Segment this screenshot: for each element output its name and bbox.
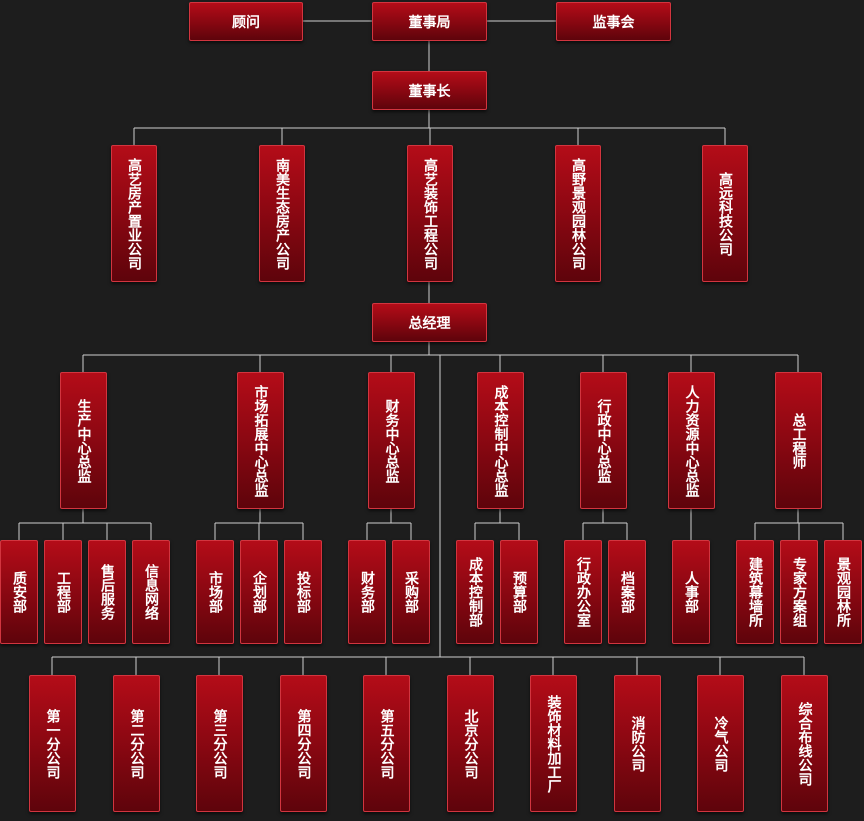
- supervisors-box[interactable]: 监事会: [556, 2, 671, 41]
- director-box[interactable]: 财务中心总监: [368, 372, 415, 509]
- department-box[interactable]: 采购部: [392, 540, 430, 644]
- subsidiary-box[interactable]: 第二分公司: [113, 675, 160, 812]
- department-box[interactable]: 档案部: [608, 540, 646, 644]
- company-label: 高野景观园林公司: [570, 157, 586, 270]
- subsidiary-box[interactable]: 装饰材料加工厂: [530, 675, 577, 812]
- department-box[interactable]: 售后服务: [88, 540, 126, 644]
- department-label: 质安部: [11, 571, 27, 613]
- department-box[interactable]: 投标部: [284, 540, 322, 644]
- chairman-label: 董事长: [408, 83, 451, 100]
- subsidiary-label: 装饰材料加工厂: [545, 694, 562, 793]
- subsidiary-box[interactable]: 综合布线公司: [781, 675, 828, 812]
- advisor-box[interactable]: 顾问: [189, 2, 303, 41]
- subsidiary-label: 北京分公司: [462, 708, 479, 779]
- subsidiary-box[interactable]: 消防公司: [614, 675, 661, 812]
- subsidiary-box[interactable]: 第三分公司: [196, 675, 243, 812]
- company-label: 南美生态房产公司: [274, 157, 290, 270]
- department-label: 成本控制部: [467, 557, 483, 627]
- department-label: 工程部: [55, 571, 71, 613]
- department-label: 行政办公室: [575, 557, 591, 627]
- department-box[interactable]: 信息网络: [132, 540, 170, 644]
- department-box[interactable]: 行政办公室: [564, 540, 602, 644]
- department-label: 市场部: [207, 571, 223, 613]
- department-box[interactable]: 景观园林所: [824, 540, 862, 644]
- department-label: 专家方案组: [791, 557, 807, 627]
- department-box[interactable]: 质安部: [0, 540, 38, 644]
- department-label: 财务部: [359, 571, 375, 613]
- company-label: 高远科技公司: [717, 171, 733, 256]
- company-box[interactable]: 高艺装饰工程公司: [407, 145, 453, 282]
- director-box[interactable]: 成本控制中心总监: [477, 372, 524, 509]
- director-box[interactable]: 行政中心总监: [580, 372, 627, 509]
- department-box[interactable]: 成本控制部: [456, 540, 494, 644]
- company-label: 高艺装饰工程公司: [422, 157, 438, 270]
- subsidiary-label: 第三分公司: [211, 708, 228, 779]
- department-box[interactable]: 工程部: [44, 540, 82, 644]
- gm-box[interactable]: 总经理: [372, 303, 487, 342]
- subsidiary-label: 冷气公司: [712, 715, 729, 772]
- supervisors-label: 监事会: [592, 14, 635, 31]
- subsidiary-box[interactable]: 北京分公司: [447, 675, 494, 812]
- subsidiary-label: 第五分公司: [378, 708, 395, 779]
- director-box[interactable]: 总工程师: [775, 372, 822, 509]
- department-box[interactable]: 专家方案组: [780, 540, 818, 644]
- director-label: 财务中心总监: [383, 398, 400, 483]
- director-box[interactable]: 生产中心总监: [60, 372, 107, 509]
- department-label: 信息网络: [143, 564, 159, 620]
- company-box[interactable]: 南美生态房产公司: [259, 145, 305, 282]
- director-label: 成本控制中心总监: [492, 384, 509, 497]
- company-box[interactable]: 高野景观园林公司: [555, 145, 601, 282]
- advisor-label: 顾问: [232, 14, 260, 31]
- director-label: 生产中心总监: [75, 398, 92, 483]
- department-label: 投标部: [295, 571, 311, 613]
- subsidiary-box[interactable]: 冷气公司: [697, 675, 744, 812]
- board-label: 董事局: [408, 14, 451, 31]
- director-label: 行政中心总监: [595, 398, 612, 483]
- department-label: 售后服务: [99, 564, 115, 620]
- department-label: 景观园林所: [835, 557, 851, 627]
- department-box[interactable]: 市场部: [196, 540, 234, 644]
- company-label: 高艺房产置业公司: [126, 157, 142, 270]
- chairman-box[interactable]: 董事长: [372, 71, 487, 110]
- director-box[interactable]: 人力资源中心总监: [668, 372, 715, 509]
- director-label: 人力资源中心总监: [683, 384, 700, 497]
- subsidiary-label: 综合布线公司: [796, 701, 813, 786]
- subsidiary-label: 第一分公司: [44, 708, 61, 779]
- subsidiary-box[interactable]: 第五分公司: [363, 675, 410, 812]
- company-box[interactable]: 高远科技公司: [702, 145, 748, 282]
- director-box[interactable]: 市场拓展中心总监: [237, 372, 284, 509]
- department-label: 预算部: [511, 571, 527, 613]
- subsidiary-box[interactable]: 第四分公司: [280, 675, 327, 812]
- department-box[interactable]: 建筑幕墙所: [736, 540, 774, 644]
- department-label: 企划部: [251, 571, 267, 613]
- subsidiary-box[interactable]: 第一分公司: [29, 675, 76, 812]
- gm-label: 总经理: [408, 315, 451, 332]
- department-box[interactable]: 企划部: [240, 540, 278, 644]
- board-box[interactable]: 董事局: [372, 2, 487, 41]
- subsidiary-label: 消防公司: [629, 715, 646, 772]
- subsidiary-label: 第四分公司: [295, 708, 312, 779]
- department-box[interactable]: 预算部: [500, 540, 538, 644]
- company-box[interactable]: 高艺房产置业公司: [111, 145, 157, 282]
- director-label: 总工程师: [790, 412, 807, 469]
- department-label: 建筑幕墙所: [747, 557, 763, 627]
- department-label: 档案部: [619, 571, 635, 613]
- department-label: 采购部: [403, 571, 419, 613]
- department-box[interactable]: 财务部: [348, 540, 386, 644]
- department-label: 人事部: [683, 571, 699, 613]
- subsidiary-label: 第二分公司: [128, 708, 145, 779]
- director-label: 市场拓展中心总监: [252, 384, 269, 497]
- department-box[interactable]: 人事部: [672, 540, 710, 644]
